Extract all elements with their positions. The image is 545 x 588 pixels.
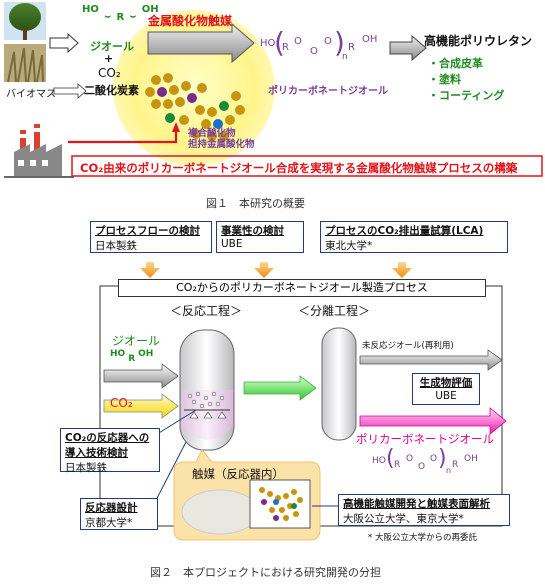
feasibility-box: 事業性の検討 UBE: [216, 221, 304, 253]
high-pu-label: 高機能ポリウレタン: [424, 34, 533, 48]
pcd-structure-fig2: HO ( R O O O ) n R OH: [372, 446, 478, 475]
use-item: ・合成皮革: [428, 57, 483, 70]
tree-photo: [4, 2, 46, 40]
co2-input-arrow: [103, 393, 179, 419]
pcd-structure-fig1: HO ( R O O O ) n R OH: [260, 26, 378, 62]
fig2-caption: 図２ 本プロジェクトにおける研究開発の分担: [150, 566, 381, 579]
uses-list: ・合成皮革 ・塗料 ・コーティング: [428, 56, 504, 104]
catalyst-particles: [145, 73, 245, 141]
unreacted-arrow: [359, 349, 503, 371]
grass-photo: [4, 44, 46, 83]
co2-jp-label: 二酸化炭素: [84, 84, 139, 97]
catalyst-title: 金属酸化物触媒: [148, 14, 233, 28]
goal-text: CO₂由来のポリカーボネートジオール合成を実現する金属酸化物触媒プロセスの構築: [80, 161, 518, 175]
factory-line: [68, 128, 178, 144]
down-arrow: [254, 262, 274, 278]
biomass-arrow: [49, 32, 79, 54]
lca-box: プロセスのCO₂排出量試算(LCA) 東北大学*: [320, 221, 508, 253]
factory-icon: [4, 124, 74, 178]
co2-input-label: CO₂: [110, 396, 133, 410]
product-eval-box: 生成物評価 UBE: [412, 373, 480, 405]
reaction-step-label: ＜反応工程＞: [170, 304, 243, 318]
pu-arrow: [389, 34, 427, 62]
reactor-design-box: 反応器設計 京都大学*: [80, 498, 158, 530]
separator-column: [321, 327, 357, 441]
use-item: ・コーティング: [428, 89, 505, 102]
connector-line: [153, 409, 197, 437]
catalyst-powder: [181, 489, 259, 535]
composite-label: 複合酸化物 担持金属酸化物: [188, 128, 255, 150]
catalyst-callout-label: 触媒（反応器内）: [192, 467, 284, 481]
catalyst-arrow: [147, 22, 255, 64]
diol-input-label: ジオール: [112, 334, 161, 348]
separation-step-label: ＜分離工程＞: [298, 304, 371, 318]
fig1-graphics: [4, 2, 543, 178]
pcd-label-fig1: ポリカーボネートジオール: [268, 86, 388, 97]
process-flow-box: プロセスフローの検討 日本製鉄: [90, 221, 212, 253]
catalyst-zoom: [249, 479, 311, 529]
biomass-label: バイオマス: [6, 89, 56, 100]
fig1-caption: 図１ 本研究の概要: [206, 197, 305, 210]
co2-label: CO₂: [98, 66, 121, 80]
plus-sign: +: [104, 52, 114, 65]
diol-structure: HO ⌣ R ⌣ OH: [82, 4, 159, 23]
process-title: CO₂からのポリカーボネートジオール製造プロセス: [118, 279, 486, 297]
connector-line: [153, 441, 187, 505]
reactor-vessel: [179, 329, 235, 451]
diol-input-arrow: [103, 363, 179, 389]
unreacted-label: 未反応ジオール(再利用): [362, 341, 454, 351]
pcd-label-fig2: ポリカーボネートジオール: [356, 432, 494, 446]
down-arrow: [140, 262, 160, 278]
footnote: * 大阪公立大学からの再委託: [368, 533, 477, 543]
catalyst-dev-box: 高機能触媒開発と触媒表面解析 大阪公立大学、東京大学*: [338, 494, 510, 526]
down-arrow: [392, 262, 412, 278]
transfer-arrow: [243, 375, 317, 401]
use-item: ・塗料: [428, 73, 461, 86]
goal-box: [71, 155, 543, 177]
co2-reactor-box: CO₂の反応器への 導入技術検討 日本製鉄: [60, 428, 160, 474]
product-arrow: [359, 407, 507, 435]
fig2-graphics: [99, 262, 507, 541]
diol-label: ジオール: [90, 40, 134, 53]
